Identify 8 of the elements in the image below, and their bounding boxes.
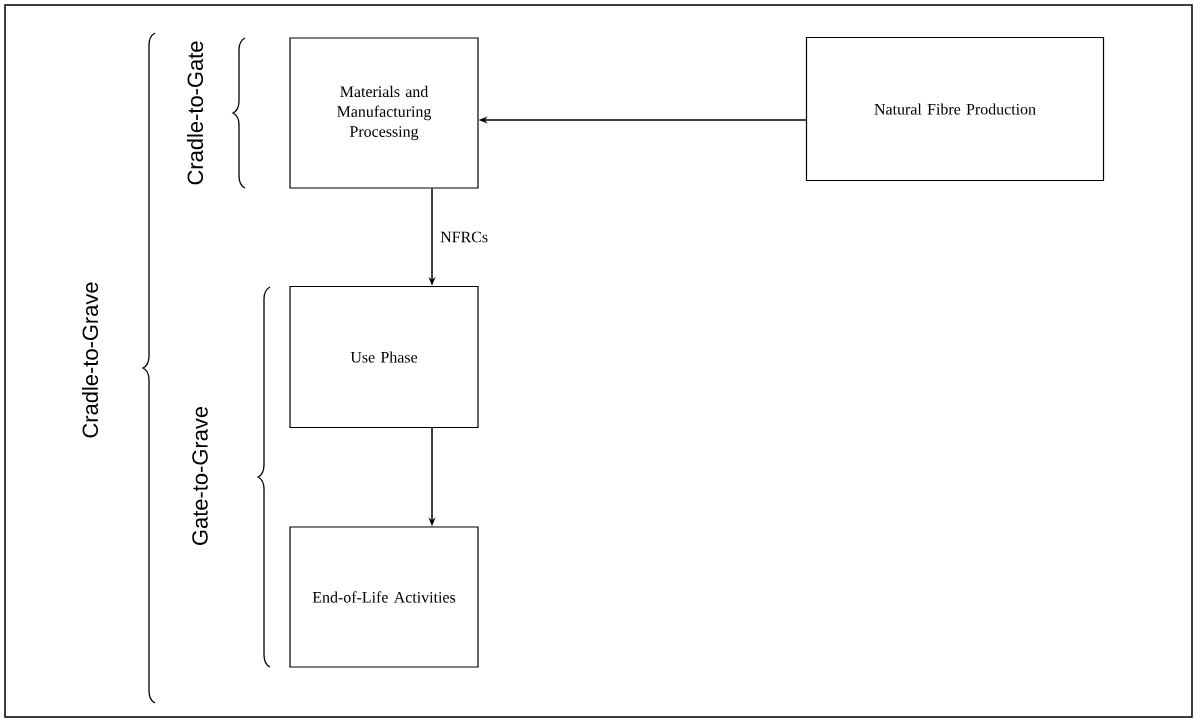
phase-label: Cradle-to-Gate [186,41,204,185]
phase-label: Gate-to-Grave [192,406,208,545]
process-box: End-of-Life Activities [289,526,479,668]
process-box: Materials and Manufacturing Processing [289,37,479,189]
process-box: Natural Fibre Production [805,36,1105,182]
phase-label: Cradle-to-Grave [81,282,99,438]
edge-label: NFRCs [438,229,491,245]
process-box: Use Phase [289,285,479,429]
